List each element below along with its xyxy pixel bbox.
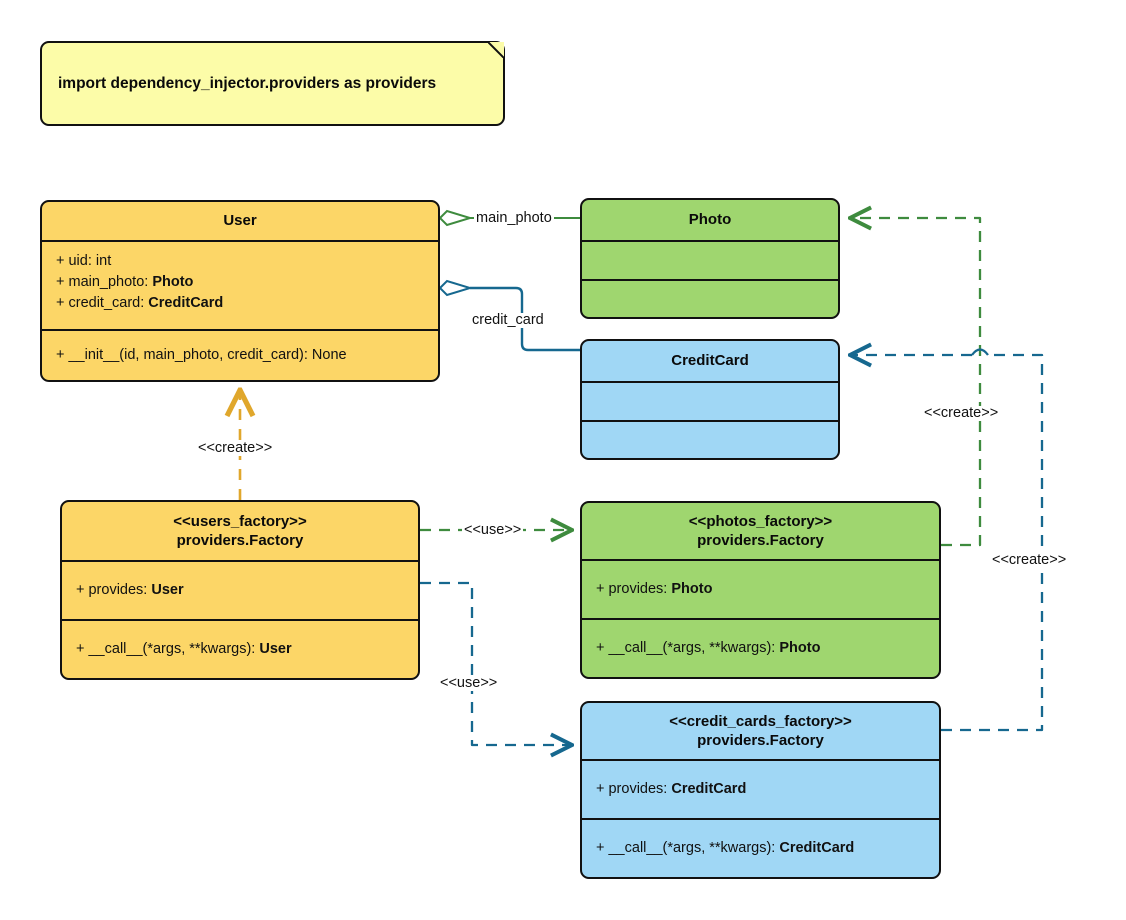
class-credit-card-header: CreditCard <box>582 341 838 381</box>
class-credit-cards-factory-methods: + __call__(*args, **kwargs): CreditCard <box>582 818 939 877</box>
class-photo-methods <box>582 279 838 317</box>
class-credit-card[interactable]: CreditCard <box>580 339 840 460</box>
class-photos-factory-attributes: + provides: Photo <box>582 559 939 618</box>
class-photos-factory-methods: + __call__(*args, **kwargs): Photo <box>582 618 939 677</box>
link-label-use-credit-cards-factory: <<use>> <box>438 675 500 691</box>
attribute-row: + credit_card: CreditCard <box>56 295 224 312</box>
link-label-photos-factory-create: <<create>> <box>922 405 1001 421</box>
link-label-credit-card: credit_card <box>470 312 546 328</box>
class-credit-card-attributes <box>582 381 838 420</box>
method-row: + __call__(*args, **kwargs): Photo <box>596 640 821 657</box>
note-fold-corner <box>488 42 504 58</box>
class-photos-factory[interactable]: <<photos_factory>> providers.Factory + p… <box>580 501 941 679</box>
class-credit-cards-factory-stereotype: <<credit_cards_factory>> <box>669 712 852 730</box>
class-credit-cards-factory-attributes: + provides: CreditCard <box>582 759 939 818</box>
link-label-credit-cards-factory-create: <<create>> <box>990 552 1069 568</box>
class-users-factory-attributes: + provides: User <box>62 560 418 619</box>
method-row: + __call__(*args, **kwargs): User <box>76 641 292 658</box>
method-row: + __call__(*args, **kwargs): CreditCard <box>596 840 855 857</box>
class-user[interactable]: User + uid: int + main_photo: Photo + cr… <box>40 200 440 382</box>
class-users-factory-header: <<users_factory>> providers.Factory <box>62 502 418 560</box>
link-photos-factory-create-photo <box>850 218 982 547</box>
class-user-header: User <box>42 202 438 240</box>
class-photos-factory-stereotype: <<photos_factory>> <box>688 512 833 530</box>
class-photo-header: Photo <box>582 200 838 240</box>
method-row: + __init__(id, main_photo, credit_card):… <box>56 347 347 364</box>
note-import: import dependency_injector.providers as … <box>40 41 505 126</box>
class-photo[interactable]: Photo <box>580 198 840 319</box>
class-users-factory-methods: + __call__(*args, **kwargs): User <box>62 619 418 678</box>
link-label-users-factory-create: <<create>> <box>196 440 275 456</box>
class-credit-cards-factory-name: providers.Factory <box>697 732 824 749</box>
class-users-factory-stereotype: <<users_factory>> <box>173 512 307 530</box>
note-text: import dependency_injector.providers as … <box>58 74 437 92</box>
attribute-row: + main_photo: Photo <box>56 274 194 291</box>
class-credit-cards-factory[interactable]: <<credit_cards_factory>> providers.Facto… <box>580 701 941 879</box>
class-credit-cards-factory-header: <<credit_cards_factory>> providers.Facto… <box>582 703 939 759</box>
attribute-row: + uid: int <box>56 253 112 269</box>
class-user-attributes: + uid: int + main_photo: Photo + credit_… <box>42 240 438 329</box>
class-users-factory-name: providers.Factory <box>176 532 304 549</box>
attribute-row: + provides: Photo <box>596 580 713 597</box>
class-photos-factory-header: <<photos_factory>> providers.Factory <box>582 503 939 559</box>
class-user-methods: + __init__(id, main_photo, credit_card):… <box>42 329 438 380</box>
class-credit-card-methods <box>582 420 838 458</box>
link-users-factory-use-credit-cards-factory <box>420 581 572 745</box>
class-user-name: User <box>223 212 257 230</box>
link-label-main-photo: main_photo <box>474 210 554 226</box>
class-photo-name: Photo <box>688 211 732 229</box>
class-photos-factory-name: providers.Factory <box>697 532 824 549</box>
attribute-row: + provides: CreditCard <box>596 780 747 797</box>
class-photo-attributes <box>582 240 838 279</box>
attribute-row: + provides: User <box>76 581 184 598</box>
link-label-use-photos-factory: <<use>> <box>462 522 524 538</box>
class-credit-card-name: CreditCard <box>671 352 749 370</box>
class-users-factory[interactable]: <<users_factory>> providers.Factory + pr… <box>60 500 420 680</box>
